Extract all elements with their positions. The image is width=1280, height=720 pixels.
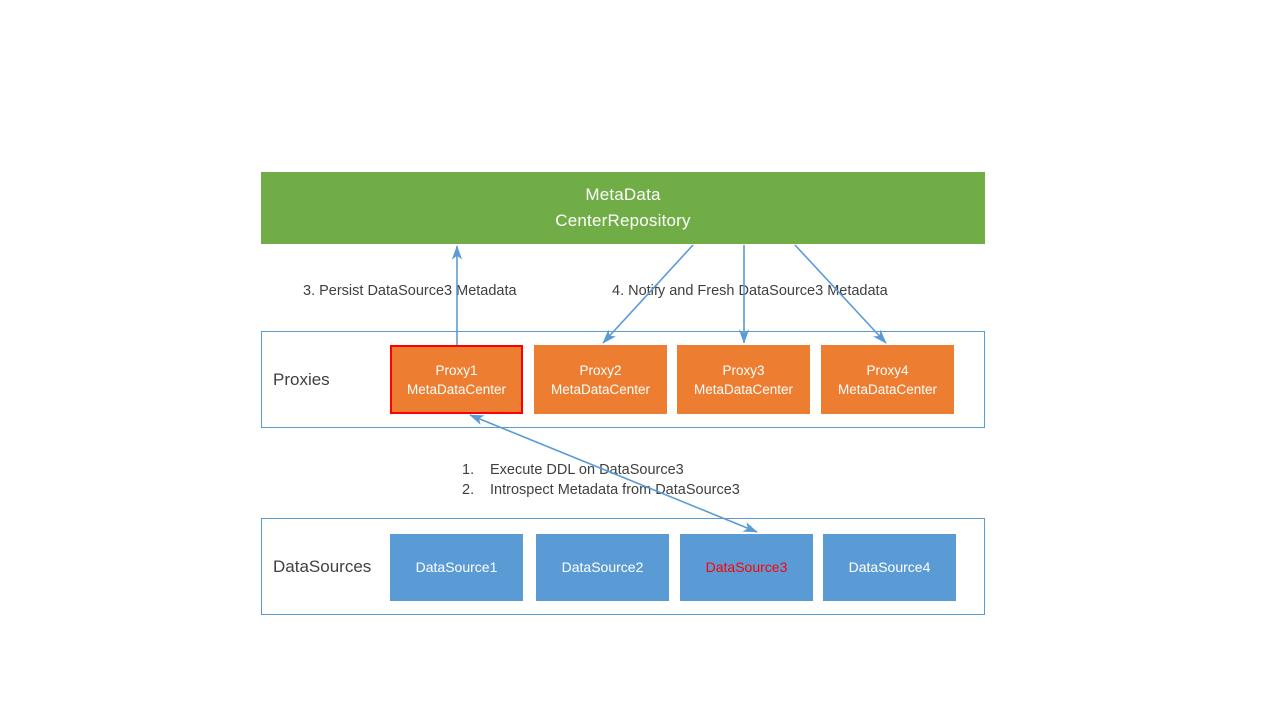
datasource-node-3[interactable]: DataSource3 [680, 534, 813, 601]
datasource-node-4[interactable]: DataSource4 [823, 534, 956, 601]
annotation-persist-metadata: 3. Persist DataSource3 Metadata [303, 283, 517, 299]
datasources-section-label: DataSources [273, 556, 372, 576]
metadata-title-line1: MetaData [585, 185, 661, 204]
datasource-node-2[interactable]: DataSource2 [536, 534, 669, 601]
proxy-node-4-line2: MetaDataCenter [837, 381, 938, 397]
proxy-node-3-line2: MetaDataCenter [693, 381, 794, 397]
step-item-1-number: 1. [462, 462, 475, 478]
step-item-1-text: Execute DDL on DataSource3 [490, 462, 684, 478]
metadata-title-line2: CenterRepository [555, 211, 691, 230]
proxy-node-4-line1: Proxy4 [866, 362, 909, 378]
proxy-node-2-line1: Proxy2 [579, 362, 622, 378]
step-item-2-number: 2. [462, 481, 475, 498]
datasource-node-2-label: DataSource2 [561, 559, 644, 575]
proxy-node-1-line2: MetaDataCenter [406, 381, 507, 397]
steps-list: 1. Execute DDL on DataSource3 2. Introsp… [462, 461, 740, 500]
proxy-node-3-line1: Proxy3 [722, 362, 765, 378]
proxy-node-1[interactable]: Proxy1 MetaDataCenter [390, 345, 523, 414]
proxy-node-1-line1: Proxy1 [435, 362, 478, 378]
proxy-node-2-line2: MetaDataCenter [550, 381, 651, 397]
annotation-notify-metadata: 4. Notify and Fresh DataSource3 Metadata [612, 283, 888, 299]
proxy-node-3[interactable]: Proxy3 MetaDataCenter [677, 345, 810, 414]
datasource-node-4-label: DataSource4 [848, 559, 931, 575]
proxies-section-label: Proxies [273, 369, 330, 389]
proxy-node-4[interactable]: Proxy4 MetaDataCenter [821, 345, 954, 414]
datasource-node-1-label: DataSource1 [415, 559, 498, 575]
proxy-node-2[interactable]: Proxy2 MetaDataCenter [534, 345, 667, 414]
datasource-node-3-label: DataSource3 [705, 559, 788, 575]
metadata-center-repository-box[interactable]: MetaData CenterRepository [261, 172, 985, 244]
step-item-1: 1. Execute DDL on DataSource3 [462, 461, 740, 481]
step-item-2-text: Introspect Metadata from DataSource3 [490, 481, 740, 498]
datasource-node-1[interactable]: DataSource1 [390, 534, 523, 601]
step-item-2: 2. Introspect Metadata from DataSource3 [462, 481, 740, 501]
